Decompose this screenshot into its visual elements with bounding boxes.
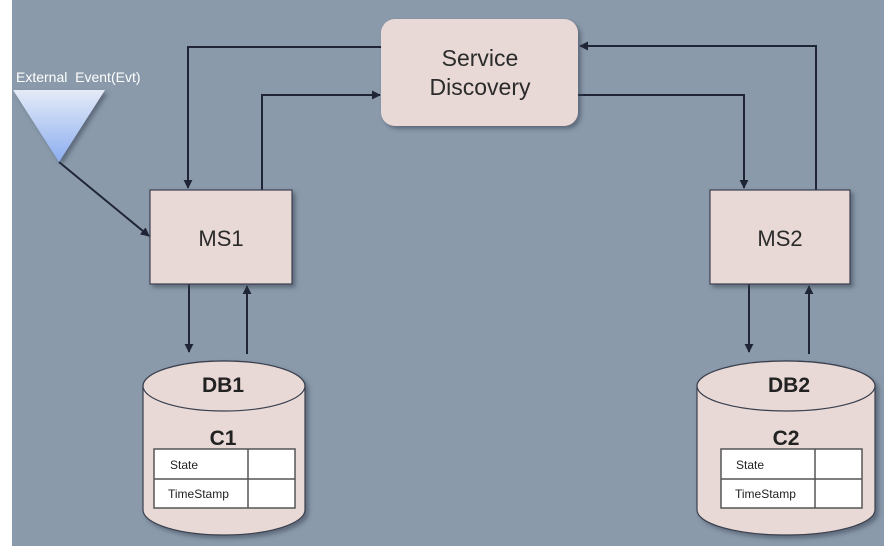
connector-ms2-to-sd — [579, 41, 817, 190]
db2-field-key: TimeStamp — [735, 487, 796, 501]
external-event-node[interactable]: External Event(Evt) — [13, 69, 141, 162]
db2-cylinder-top — [696, 360, 876, 412]
ms2-node[interactable]: MS2 — [709, 189, 851, 285]
service-discovery-label-line2: Discovery — [430, 74, 531, 100]
service-discovery-box — [381, 19, 578, 126]
ms1-node[interactable]: MS1 — [149, 189, 293, 285]
external-event-triangle-icon — [13, 90, 105, 162]
connector-sd-to-ms1 — [183, 46, 382, 189]
db2-collection-table: State TimeStamp — [720, 448, 863, 509]
external-event-label: External Event(Evt) — [16, 69, 141, 85]
db1-collection-label: C1 — [210, 427, 237, 450]
db2-label: DB2 — [768, 374, 810, 397]
connector-ms1-to-sd — [261, 90, 381, 190]
db2-node[interactable]: DB2 C2 State TimeStamp — [696, 360, 876, 536]
ms1-label: MS1 — [198, 226, 243, 251]
ms2-label: MS2 — [757, 226, 802, 251]
service-discovery-node[interactable]: Service Discovery — [381, 19, 578, 126]
ms2-box — [709, 189, 851, 285]
db1-field-key: State — [170, 458, 198, 472]
db1-node[interactable]: DB1 C1 State TimeStamp — [142, 360, 306, 536]
service-discovery-label-line1: Service — [442, 45, 519, 71]
db2-field-key: State — [736, 458, 764, 472]
db1-cylinder-top — [142, 360, 306, 412]
connector-sd-to-ms2 — [578, 94, 749, 189]
db2-collection-label: C2 — [773, 427, 800, 450]
ms1-box — [149, 189, 293, 285]
db1-field-key: TimeStamp — [168, 487, 229, 501]
connector-event-to-ms1 — [58, 161, 150, 237]
db1-label: DB1 — [202, 374, 244, 397]
db1-collection-table: State TimeStamp — [153, 448, 296, 509]
